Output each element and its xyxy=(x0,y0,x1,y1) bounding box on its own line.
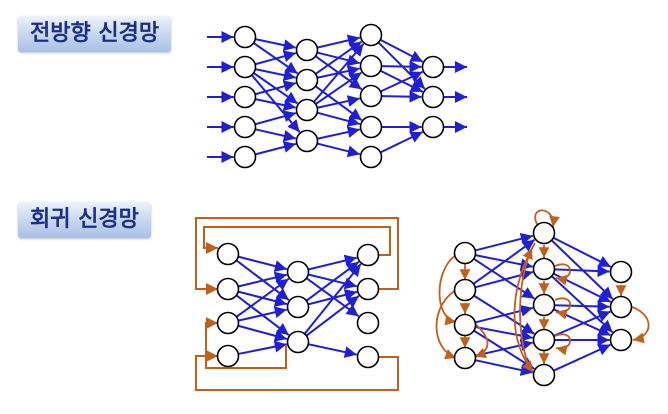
rnn-node xyxy=(216,277,240,301)
rnn2-node xyxy=(453,313,477,337)
rnn-node xyxy=(286,295,310,319)
rnn2-node xyxy=(532,257,556,281)
rnn2-node xyxy=(532,328,556,352)
rnn2-node xyxy=(609,295,633,319)
ff-edge xyxy=(316,142,361,158)
ff-node xyxy=(359,145,383,169)
ff-node xyxy=(295,68,319,92)
rnn2-edge xyxy=(474,232,534,252)
feedback-loop-inner xyxy=(205,317,287,369)
ff-node xyxy=(359,84,383,108)
ff-edge xyxy=(316,34,361,49)
ff-edge xyxy=(255,38,296,52)
ff-edge xyxy=(381,90,422,103)
ff-edge xyxy=(255,68,296,82)
network-nodes xyxy=(216,23,633,387)
feedforward-label: 전방향 신경망 xyxy=(18,16,172,52)
rnn2-node xyxy=(453,241,477,265)
rnn2-node xyxy=(532,293,556,317)
rnn-node xyxy=(356,277,380,301)
rnn-node xyxy=(286,330,310,354)
ff-edge xyxy=(379,38,424,63)
rnn-node xyxy=(356,311,380,335)
rnn-edge xyxy=(305,295,360,337)
rnn-edge xyxy=(307,254,358,271)
feedback-loop-top xyxy=(203,226,391,256)
ff-edge xyxy=(254,110,297,126)
ff-node xyxy=(233,85,257,109)
rnn-node xyxy=(286,260,310,284)
ff-node xyxy=(295,129,319,153)
rnn-edge xyxy=(238,340,287,355)
rnn2-node xyxy=(609,328,633,352)
rnn2-edge xyxy=(554,265,610,278)
ff-node xyxy=(233,115,257,139)
rnn2-node xyxy=(532,363,556,387)
rnn-edge xyxy=(308,343,357,358)
recurrent2-feedback-arcs xyxy=(435,209,650,373)
ff-edge xyxy=(317,95,360,109)
ff-node xyxy=(233,55,257,79)
recurrent-edges xyxy=(235,254,362,358)
feedforward-edges xyxy=(207,31,467,163)
feedback-loop-bottom xyxy=(195,350,399,391)
ff-node xyxy=(359,115,383,139)
recurrent-feedback-paths xyxy=(195,217,399,391)
ff-edge xyxy=(254,50,297,66)
rnn2-node xyxy=(532,221,556,245)
rnn2-edge xyxy=(553,343,611,372)
ff-edge xyxy=(315,71,363,105)
rnn-edge xyxy=(237,324,288,342)
rnn2-edge xyxy=(474,304,534,324)
ff-edge xyxy=(380,70,424,93)
ff-edge xyxy=(381,60,422,73)
ff-edge xyxy=(255,128,297,142)
rnn-node xyxy=(356,345,380,369)
rnn2-edge xyxy=(475,325,533,342)
rnn2-node xyxy=(453,278,477,302)
rnn2-node xyxy=(453,346,477,370)
ff-edge xyxy=(317,126,360,140)
rnn2-node xyxy=(609,260,633,284)
ff-node xyxy=(295,38,319,62)
rnn-edge xyxy=(303,263,362,335)
rnn-node xyxy=(216,242,240,266)
ff-node xyxy=(359,54,383,78)
rnn2-edge xyxy=(554,300,610,313)
rnn2-edge xyxy=(553,310,611,337)
rnn2-edge xyxy=(472,238,536,285)
ff-edge xyxy=(380,131,424,154)
rnn-node xyxy=(216,344,240,368)
ff-edge xyxy=(254,80,297,96)
ff-node xyxy=(421,85,445,109)
rnn-node xyxy=(216,311,240,335)
rnn-edge xyxy=(237,271,288,288)
rnn-edge xyxy=(235,277,290,318)
ff-node xyxy=(421,115,445,139)
ff-node xyxy=(421,55,445,79)
feedback-loop-outer xyxy=(195,217,399,295)
rnn-node xyxy=(356,243,380,267)
ff-edge xyxy=(254,141,297,156)
ff-node xyxy=(295,98,319,122)
ff-node xyxy=(233,145,257,169)
rnn-edge xyxy=(238,306,288,322)
ff-edge xyxy=(255,98,296,112)
ff-edge xyxy=(313,43,365,103)
ff-node xyxy=(233,25,257,49)
ff-node xyxy=(359,23,383,47)
ff-edge xyxy=(316,111,361,127)
recurrent-label: 회귀 신경망 xyxy=(18,202,151,238)
rnn2-edge xyxy=(552,236,612,268)
rnn-edge xyxy=(237,255,288,272)
